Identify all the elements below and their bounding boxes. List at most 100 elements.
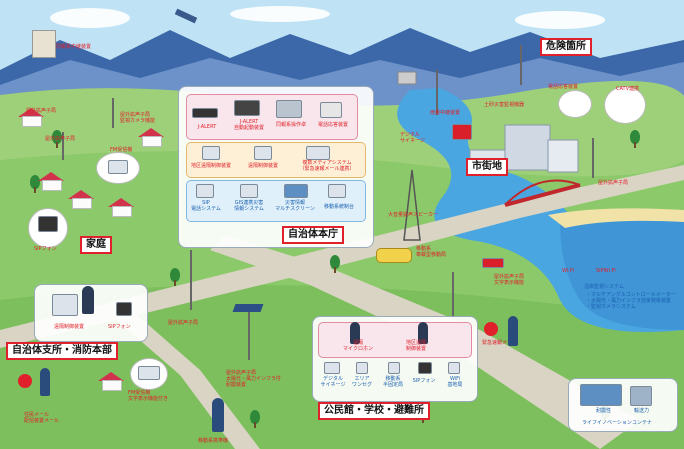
- outdoor-text-display-icon: [482, 258, 504, 268]
- shelter-top-1-label: 地区遠隔 制御装置: [405, 340, 426, 352]
- fm-text-label: FM受信機 文字表示機能付き: [128, 390, 169, 402]
- fm-receiver-icon: [108, 160, 128, 174]
- office-mid-1-label: 遠隔制御装置: [247, 163, 278, 169]
- oneseg-icon: [356, 362, 368, 374]
- fm-receiver-label: FM受信機: [110, 147, 133, 153]
- office-bottom-1-label: GIS連携災害 情報システム: [234, 200, 264, 212]
- worker-icon: [212, 398, 224, 432]
- office-bottom-3-label: 移動系統制台: [323, 204, 354, 210]
- container-icon: [580, 384, 622, 406]
- tree: [630, 130, 640, 148]
- tree: [330, 255, 340, 273]
- shelter-sip-icon: [418, 362, 432, 374]
- tree: [170, 268, 180, 286]
- phone-responder-icon: [320, 102, 342, 118]
- shelter-bottom-0-label: デジタル サイネージ: [320, 376, 346, 388]
- container-icon: [630, 386, 652, 406]
- relay-label: 同報系中継装置: [56, 44, 92, 50]
- sip-phone-home-label: SIPフォン: [34, 246, 57, 252]
- office-top-0-label: J-ALERT: [197, 124, 217, 130]
- emergency-mail-label: 緊急速報メール: [482, 340, 518, 346]
- tree: [52, 130, 62, 148]
- home-title: 家庭: [80, 236, 112, 254]
- office-title: 自治体本庁: [282, 226, 344, 244]
- district-control-icon: [202, 146, 220, 160]
- container-right-label: 輸送力: [634, 408, 650, 414]
- fm-text-icon: [138, 366, 160, 380]
- mobile-station-label: 移動系 車載型移動局: [416, 246, 447, 258]
- branch-sip-icon: [116, 302, 132, 316]
- branch-console-icon: [52, 294, 78, 316]
- sip-phone-bubble: [28, 208, 68, 248]
- office-bottom-0-label: SIP 電話システム: [191, 200, 221, 212]
- branch-title: 自治体支所・消防本部: [6, 342, 118, 360]
- solar-outdoor-label: 屋外拡声子局 太陽光・風力インフラ付 耐震装置: [226, 370, 281, 388]
- outdoor-speaker-pole: [520, 45, 522, 85]
- operator-icon: [82, 286, 94, 314]
- operator-icon: [418, 322, 428, 344]
- wifi-label: Wi-Fi: [562, 268, 574, 274]
- coastal-system-label: 沿岸監視システム: [584, 284, 624, 290]
- catv-label: CATV連携: [616, 86, 639, 92]
- person-icon: [508, 316, 518, 346]
- danger-area-title: 危険箇所: [540, 38, 592, 56]
- branch-sip-label: SIPフォン: [108, 324, 131, 330]
- outdoor-speaker-pole: [436, 70, 438, 115]
- container-left-label: 耐震性: [596, 408, 612, 414]
- house: [68, 190, 94, 209]
- house: [38, 172, 64, 191]
- big-speaker-label: 大音量拡声スピーカー: [388, 212, 439, 218]
- outdoor-speaker-label: 屋外拡声子局: [168, 320, 199, 326]
- mobile-console-icon: [328, 184, 346, 198]
- phone-response-label: 電話応答装置: [548, 84, 579, 90]
- signage-icon: [324, 362, 340, 374]
- resident-mail-icon: [18, 374, 32, 388]
- office-mid-0-label: 地区遠隔制御装置: [190, 163, 231, 169]
- outdoor-camera-label: 屋外拡声子局 監視カメラ機能: [120, 112, 156, 124]
- office-bottom-2-label: 災害情報 マルチスクリーン: [275, 200, 315, 212]
- city-title: 市街地: [466, 158, 508, 176]
- mobile-device-label: 移動系携帯機: [198, 438, 229, 444]
- shelter-bottom-2-label: 移動系 半固定局: [382, 376, 403, 388]
- office-top-1-label: J-ALERT 自動起動装置: [233, 119, 264, 131]
- container-label: ライフイノベーションコンテナ: [582, 420, 652, 426]
- sip-system-icon: [196, 184, 214, 198]
- outdoor-speaker-pole: [62, 132, 64, 160]
- house: [138, 128, 164, 147]
- outdoor-speaker-pole: [112, 98, 114, 128]
- digital-signage-icon: [452, 124, 472, 140]
- shelter-bottom-3-label: SIPフォン: [412, 378, 436, 384]
- person-icon: [40, 368, 50, 396]
- office-top-2-label: 同報系操作卓: [275, 122, 306, 128]
- shelter-bottom-4-label: WiFi 基地局: [447, 376, 463, 388]
- announcer-icon: [350, 322, 360, 344]
- signage-city-label: デジタル サイネージ: [400, 132, 425, 144]
- sip-phone-icon: [38, 216, 58, 232]
- relay-station-icon: [32, 30, 56, 58]
- house: [18, 108, 44, 127]
- shelter-top-0-label: 遠隔 マイクロホン: [343, 340, 373, 352]
- console-icon: [276, 100, 302, 118]
- catv-bubble: [604, 86, 646, 124]
- sip-wifi-label: SIPWi-Fi: [596, 268, 616, 274]
- phone-bubble: [558, 90, 592, 118]
- outdoor-speaker-pole: [452, 272, 454, 317]
- office-mid-2-label: 複数メディアシステム （緊急速報メール連携）: [299, 160, 355, 172]
- jalert-device-icon: [192, 108, 218, 118]
- resident-mail-label: 住民メール 配信装置メール: [24, 412, 60, 424]
- wifi-station-icon: [448, 362, 460, 374]
- tree: [250, 410, 260, 428]
- outdoor-text-label: 屋外拡声子局 文字表示機能: [494, 274, 525, 286]
- car-icon: [376, 248, 412, 263]
- coastal-items-label: ・マルチアングルコントロールメーター ・太陽光・風力インフラ自家発電装置 ・監視…: [586, 292, 676, 310]
- multimedia-icon: [306, 146, 330, 160]
- shelter-bottom-1-label: エリア ワンセグ: [351, 376, 372, 388]
- house: [108, 198, 134, 217]
- tree: [30, 175, 40, 193]
- branch-console-label: 遠隔制御装置: [54, 324, 85, 330]
- emergency-mail-icon: [484, 322, 498, 336]
- fm-receiver-bubble: [96, 152, 140, 184]
- solar-panel-icon: [232, 304, 264, 312]
- house: [98, 372, 124, 391]
- jalert-auto-icon: [234, 100, 260, 116]
